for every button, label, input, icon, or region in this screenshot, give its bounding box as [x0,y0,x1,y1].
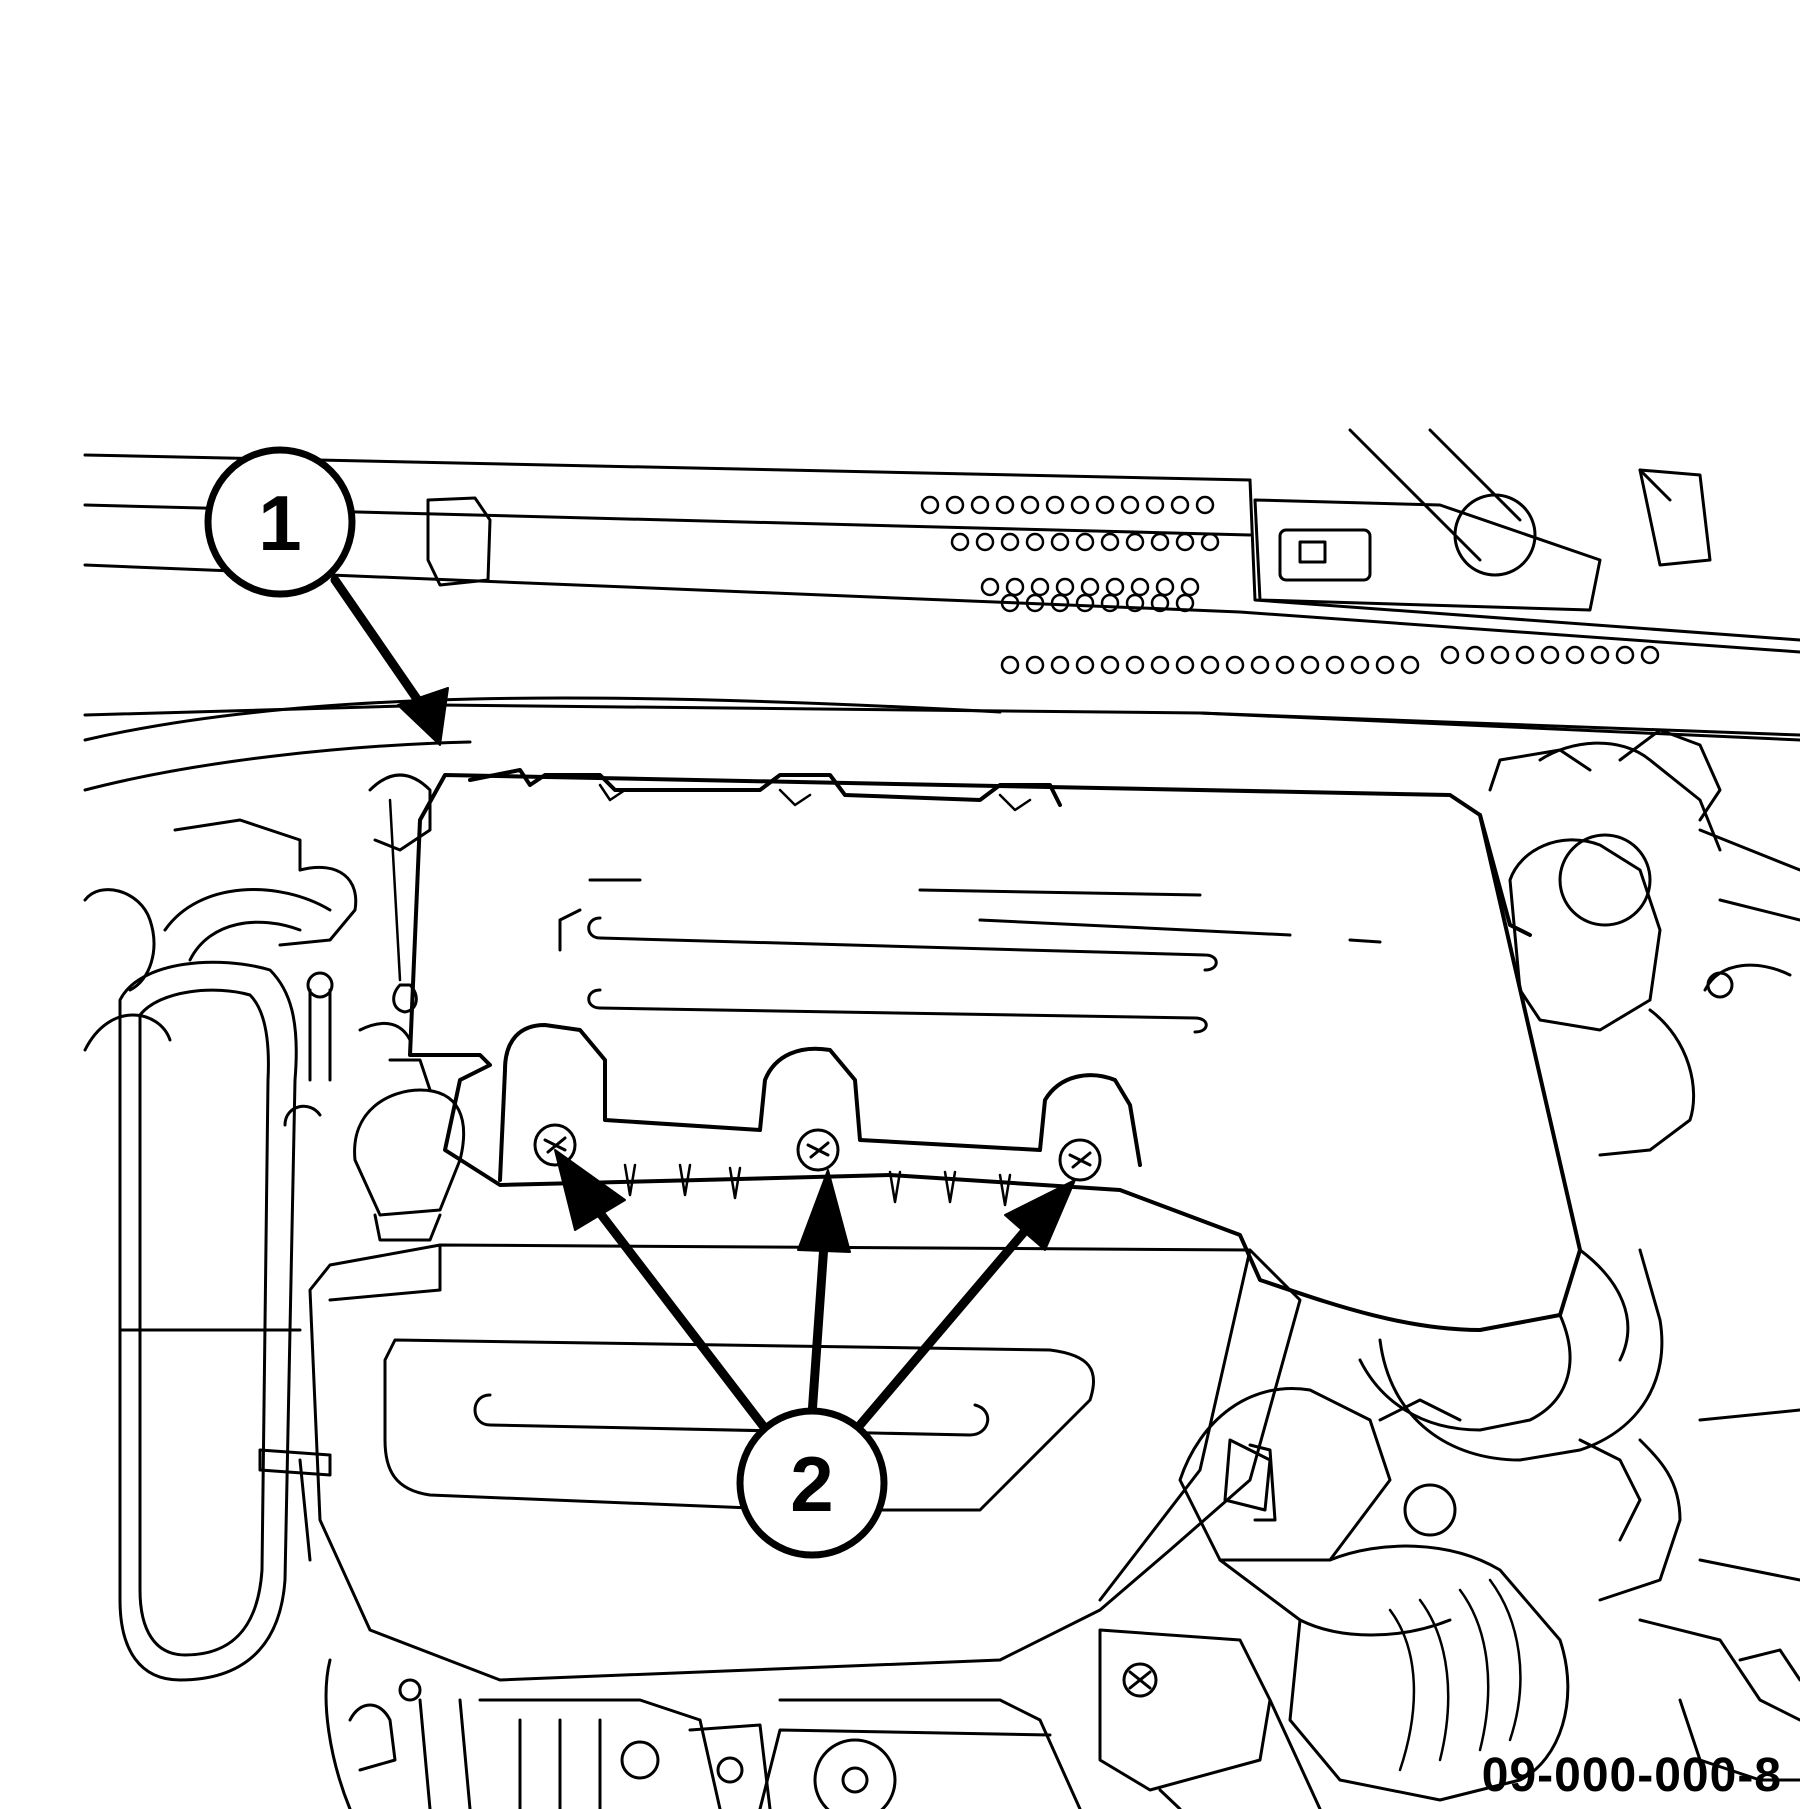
callout-2: 2 [736,1407,888,1559]
leader-arrow-1 [330,575,433,720]
intake-tube [1178,1387,1570,1802]
leader-arrow-2-left [585,1195,775,1440]
callout-arrows [330,575,1076,1440]
cover-teeth [623,1163,1012,1207]
leader-arrow-2-right [855,1220,1035,1430]
cover-ribs [558,878,1382,1034]
callout-2-label: 2 [790,1440,833,1528]
cover-screw-center [796,1128,840,1172]
lower-engine-components [478,1628,1322,1809]
cover-screw-left [533,1123,577,1167]
callout-1: 1 [204,446,356,598]
callout-1-label: 1 [258,479,301,567]
arrowhead-2-left [554,1149,626,1231]
arrowhead-2-center [797,1169,851,1253]
arrowhead-1 [397,687,449,746]
cover-screw-right [1058,1138,1102,1182]
left-engine-components [83,773,472,1809]
figure-id: 09-000-000-8 [1481,1749,1782,1802]
intake-duct [118,888,332,1682]
right-engine-components [1358,728,1800,1782]
arrowhead-2-right [1004,1179,1076,1251]
leader-arrow-2-center [807,1225,830,1420]
air-cleaner-housing [308,1243,1302,1682]
cowl-panel [83,428,1800,792]
air-cleaner-cover [408,768,1582,1332]
